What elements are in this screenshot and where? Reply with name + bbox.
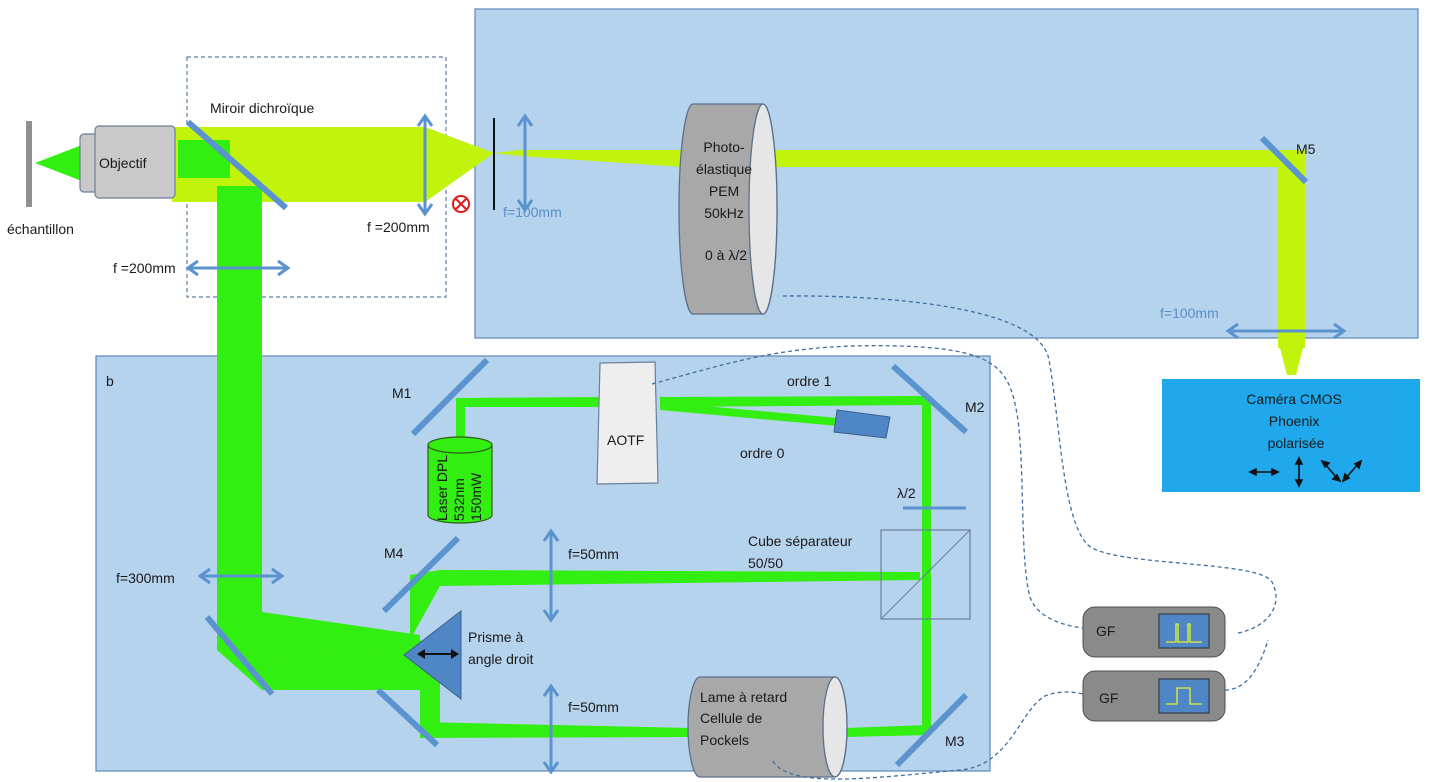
mirror-m2 — [890, 363, 969, 435]
objective-lens: Objectif — [79, 125, 176, 199]
pockels-cell — [687, 676, 848, 778]
cable-pockels — [772, 691, 1084, 780]
tube-lens-f200 — [416, 113, 434, 217]
mirror-m4 — [381, 535, 461, 614]
laser-dpl — [427, 436, 493, 524]
gf-top-label: GF — [1096, 623, 1115, 639]
mirror-m1-label: M1 — [392, 385, 412, 401]
mirror-m5-label: M5 — [1296, 141, 1316, 157]
sample-label: échantillon — [7, 221, 74, 237]
lens-f300 — [197, 567, 285, 585]
half-wave-label: λ/2 — [897, 485, 916, 501]
function-generator-top — [1082, 606, 1226, 658]
prism-label: Prisme à angle droit — [468, 629, 533, 667]
mirror-bottom-left — [204, 615, 275, 696]
lens-f200-left-label: f =200mm — [113, 260, 176, 276]
mirror-m5 — [1259, 135, 1309, 185]
function-generator-bottom — [1082, 670, 1226, 722]
dichroic-mirror — [186, 119, 288, 211]
emission-beam — [172, 127, 1305, 375]
dichroic-mirror-label: Miroir dichroïque — [210, 100, 314, 116]
camera-cmos — [1162, 379, 1420, 492]
cable-gf-link — [1224, 639, 1269, 691]
beam-splitter-label: Cube séparateur 50/50 — [748, 533, 856, 571]
lens-f300-label: f=300mm — [116, 570, 175, 586]
beam-dump — [833, 409, 891, 439]
right-angle-prism — [403, 609, 462, 701]
detection-panel — [474, 8, 1419, 339]
aotf — [596, 361, 659, 485]
tube-lens-f200-label: f =200mm — [367, 219, 430, 235]
laser-label: Laser DPL 532nm 150mW — [434, 451, 484, 521]
gf-bottom-label: GF — [1099, 690, 1118, 706]
lens-f100-pinhole — [516, 113, 534, 213]
mirror-bottom — [375, 687, 440, 748]
mirror-m2-label: M2 — [965, 399, 985, 415]
polarization-out-of-plane-icon — [452, 195, 470, 213]
lens-f50-top-label: f=50mm — [568, 546, 619, 562]
pockels-label: Lame à retard Cellule de Pockels — [700, 689, 791, 748]
lens-f200-horizontal — [185, 259, 291, 277]
order1-label: ordre 1 — [787, 373, 832, 389]
aotf-label: AOTF — [607, 432, 644, 448]
camera-label: Caméra CMOS Phoenix polarisée — [1246, 391, 1346, 451]
cable-pem — [782, 295, 1277, 634]
mirror-m3-label: M3 — [945, 733, 965, 749]
polarization-arrows-icon — [1248, 456, 1363, 488]
mirror-m4-label: M4 — [384, 545, 404, 561]
objective-label: Objectif — [99, 155, 147, 171]
lens-f50-bottom — [542, 683, 560, 775]
panel-b-label: b — [106, 373, 114, 389]
beam-splitter-cube — [880, 529, 971, 620]
lens-f50-bottom-label: f=50mm — [568, 699, 619, 715]
lens-f50-top — [542, 528, 560, 623]
photoelastic-modulator — [678, 103, 778, 315]
order0-label: ordre 0 — [740, 445, 785, 461]
pem-label: Photo- élastique PEM 50kHz 0 à λ/2 — [696, 139, 756, 263]
lens-f100-pinhole-label: f=100mm — [503, 204, 562, 220]
sample-slide — [26, 121, 32, 207]
lens-f100-camera — [1225, 322, 1347, 340]
mirror-m3 — [894, 692, 969, 768]
cable-aotf — [651, 345, 1084, 629]
lens-f100-camera-label: f=100mm — [1160, 305, 1219, 321]
mirror-m1 — [410, 357, 490, 437]
